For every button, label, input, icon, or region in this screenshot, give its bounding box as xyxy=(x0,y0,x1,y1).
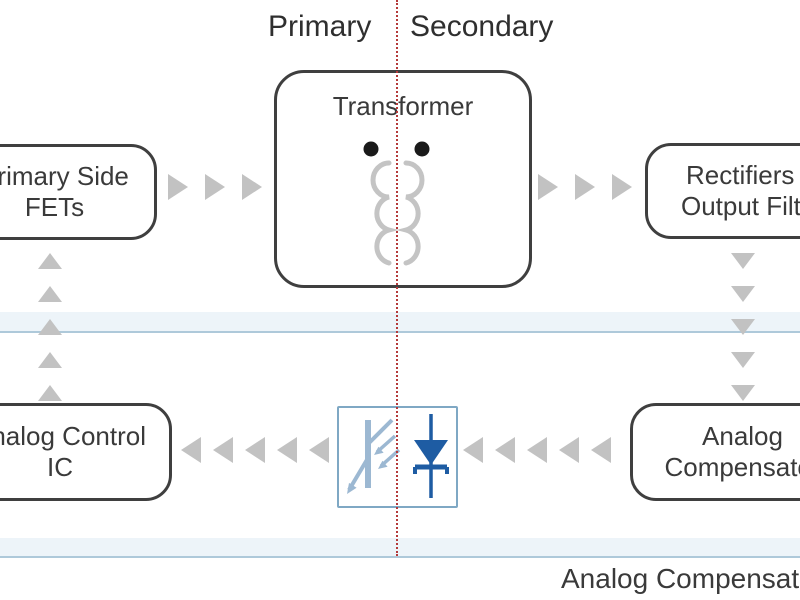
arrow-down-icon xyxy=(731,286,755,302)
arrow-up-icon xyxy=(38,319,62,335)
block-label-line: Primary Side xyxy=(0,161,129,191)
rail-tint-top xyxy=(0,312,800,331)
block-label-line: Analog Control xyxy=(0,421,146,451)
arrow-left-icon xyxy=(309,437,329,463)
caption-analog-compensator: Analog Compensator xyxy=(561,563,800,594)
primary-region-label: Primary xyxy=(268,10,372,43)
horizontal-rail-bottom xyxy=(0,556,800,558)
arrow-right-icon xyxy=(575,174,595,200)
arrow-left-icon xyxy=(527,437,547,463)
block-primary-side-fets: Primary Side FETs xyxy=(0,144,157,240)
arrow-right-icon xyxy=(242,174,262,200)
arrow-chain-fets-to-transformer xyxy=(168,174,262,200)
arrow-left-icon xyxy=(495,437,515,463)
arrow-up-icon xyxy=(38,286,62,302)
secondary-region-label: Secondary xyxy=(410,10,554,43)
block-label-line: Analog xyxy=(702,421,783,451)
arrow-left-icon xyxy=(213,437,233,463)
diode-icon xyxy=(413,414,449,498)
block-rectifiers-output-filter: Rectifiers & Output Filter xyxy=(645,143,800,239)
polarity-dot-primary xyxy=(363,141,379,157)
arrow-left-icon xyxy=(277,437,297,463)
arrow-left-icon xyxy=(559,437,579,463)
arrow-up-icon xyxy=(38,385,62,401)
arrow-up-icon xyxy=(38,253,62,269)
arrow-right-icon xyxy=(612,174,632,200)
arrow-down-icon xyxy=(731,319,755,335)
horizontal-rail-top xyxy=(0,331,800,333)
arrow-right-icon xyxy=(538,174,558,200)
arrow-left-icon xyxy=(591,437,611,463)
block-analog-compensator: Analog Compensator xyxy=(630,403,800,501)
block-label-line: FETs xyxy=(24,192,85,222)
block-transformer: Transformer xyxy=(274,70,532,288)
optocoupler-icon xyxy=(347,414,449,498)
arrow-right-icon xyxy=(168,174,188,200)
block-label-line: Compensator xyxy=(664,452,800,482)
arrow-left-icon xyxy=(181,437,201,463)
block-label-line: Output Filter xyxy=(680,191,800,221)
arrow-left-icon xyxy=(463,437,483,463)
arrow-chain-control-ic-to-fets xyxy=(38,253,62,401)
arrow-down-icon xyxy=(731,352,755,368)
primary-winding-icon xyxy=(370,160,399,266)
transformer-winding-icon xyxy=(363,141,430,266)
block-label-line: IC xyxy=(47,452,73,482)
secondary-winding-icon xyxy=(396,160,425,266)
phototransistor-icon xyxy=(347,418,401,494)
arrow-chain-opto-to-control-ic xyxy=(181,437,329,463)
arrow-chain-transformer-to-rectifiers xyxy=(538,174,632,200)
arrow-right-icon xyxy=(205,174,225,200)
arrow-down-icon xyxy=(731,385,755,401)
arrow-down-icon xyxy=(731,253,755,269)
primary-secondary-divider-line xyxy=(396,0,398,556)
rail-tint-bottom xyxy=(0,538,800,557)
polarity-dot-secondary xyxy=(414,141,430,157)
arrow-chain-compensator-to-opto xyxy=(463,437,611,463)
arrow-chain-rectifiers-to-compensator xyxy=(731,253,755,401)
block-label-line: Rectifiers & xyxy=(686,160,800,190)
transformer-label: Transformer xyxy=(332,91,474,121)
arrow-up-icon xyxy=(38,352,62,368)
arrow-left-icon xyxy=(245,437,265,463)
block-analog-control-ic: Analog Control IC xyxy=(0,403,172,501)
